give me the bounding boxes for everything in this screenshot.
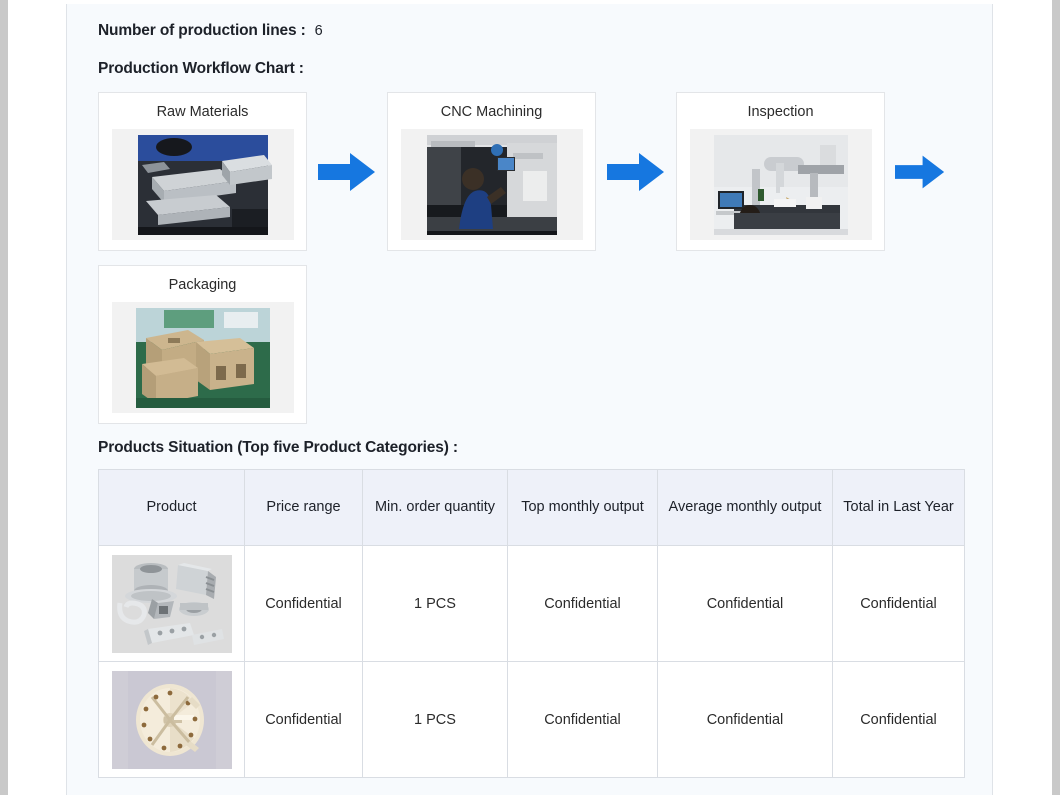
right-gutter <box>993 0 1052 795</box>
cell-min-order-quantity: 1 PCS <box>362 661 508 778</box>
cell-min-order-quantity: 1 PCS <box>362 545 508 662</box>
workflow-card-cnc-machining[interactable]: CNC Machining <box>387 92 596 251</box>
cell-top-monthly-output: Confidential <box>507 545 658 662</box>
workflow-card-title: Raw Materials <box>156 104 249 120</box>
window-right-edge <box>1052 0 1060 795</box>
table-header-row: Product Price range Min. order quantity … <box>98 469 965 546</box>
col-header-total-in-last-year[interactable]: Total in Last Year <box>832 469 965 546</box>
workflow-arrow-1 <box>307 92 387 251</box>
cell-price-range: Confidential <box>244 661 363 778</box>
workflow-card-inspection[interactable]: Inspection <box>676 92 885 251</box>
workflow-heading: Production Workflow Chart : <box>98 60 304 77</box>
window-left-edge <box>0 0 8 795</box>
left-gutter <box>8 0 66 795</box>
products-table: Product Price range Min. order quantity … <box>98 469 965 778</box>
workflow-row-2: Packaging <box>98 265 964 424</box>
workflow-card-raw-materials[interactable]: Raw Materials <box>98 92 307 251</box>
packaging-photo <box>111 302 294 413</box>
cell-price-range: Confidential <box>244 545 363 662</box>
cell-total-in-last-year: Confidential <box>832 545 965 662</box>
table-row: Confidential 1 PCS Confidential Confiden… <box>98 545 965 662</box>
inspection-photo <box>689 129 872 240</box>
production-lines-label: Number of production lines : <box>98 22 306 39</box>
product-cell[interactable] <box>98 661 245 778</box>
cell-average-monthly-output: Confidential <box>657 661 833 778</box>
metal-machined-parts-photo <box>111 554 232 653</box>
product-cell[interactable] <box>98 545 245 662</box>
workflow-row-1: Raw Materials <box>98 92 964 251</box>
workflow-arrow-3 <box>885 92 945 251</box>
raw-materials-photo <box>111 129 294 240</box>
col-header-top-monthly-output[interactable]: Top monthly output <box>507 469 658 546</box>
workflow-card-title: Packaging <box>168 277 237 293</box>
products-heading: Products Situation (Top five Product Cat… <box>98 439 458 456</box>
table-row: Confidential 1 PCS Confidential Confiden… <box>98 661 965 778</box>
cell-average-monthly-output: Confidential <box>657 545 833 662</box>
cnc-machining-photo <box>400 129 583 240</box>
col-header-price-range[interactable]: Price range <box>244 469 363 546</box>
workflow-card-title: CNC Machining <box>440 104 543 120</box>
workflow-card-packaging[interactable]: Packaging <box>98 265 307 424</box>
cell-top-monthly-output: Confidential <box>507 661 658 778</box>
content-panel: Number of production lines : 6 Productio… <box>66 4 993 795</box>
col-header-min-order-quantity[interactable]: Min. order quantity <box>362 469 508 546</box>
arrow-right-icon <box>895 155 945 188</box>
cell-total-in-last-year: Confidential <box>832 661 965 778</box>
arrow-right-icon <box>318 152 375 191</box>
col-header-product[interactable]: Product <box>98 469 245 546</box>
plastic-rotor-wheel-photo <box>111 670 232 769</box>
production-lines-row: Number of production lines : 6 <box>98 22 964 45</box>
arrow-right-icon <box>607 152 664 191</box>
workflow-arrow-2 <box>596 92 676 251</box>
top-strip <box>66 0 993 4</box>
workflow-card-title: Inspection <box>747 104 814 120</box>
production-lines-value: 6 <box>314 23 323 39</box>
col-header-average-monthly-output[interactable]: Average monthly output <box>657 469 833 546</box>
